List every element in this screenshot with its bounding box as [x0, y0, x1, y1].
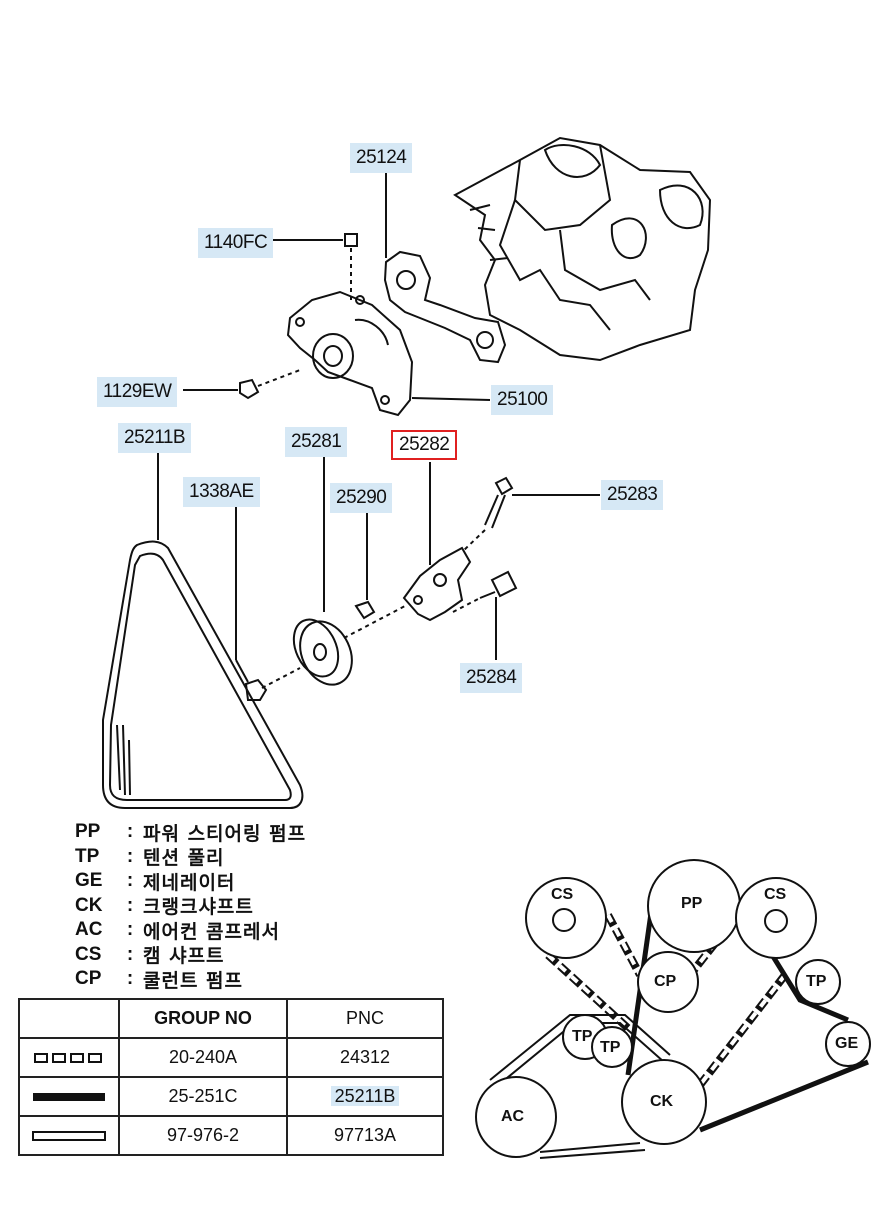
table-row: 97-976-2 97713A: [18, 1115, 444, 1156]
legend-item: CK:크랭크샤프트: [75, 894, 254, 919]
header-group-no: GROUP NO: [118, 998, 288, 1039]
pulley-tp-mid: [591, 1026, 633, 1068]
legend-item: TP:텐션 풀리: [75, 845, 225, 870]
pulley-label-cs-left: CS: [551, 886, 574, 903]
callout-25100[interactable]: 25100: [491, 385, 554, 415]
table-header-row: GROUP NO PNC: [18, 998, 444, 1039]
legend-item: AC:에어컨 콤프레서: [75, 919, 280, 943]
pulley-label-ac: AC: [501, 1108, 525, 1125]
table-row: 25-251C 25211B: [18, 1076, 444, 1117]
solid-belt-icon: [18, 1076, 120, 1117]
pulley-ge: [825, 1021, 871, 1067]
callout-1338ae[interactable]: 1338AE: [183, 477, 260, 507]
callout-25281[interactable]: 25281: [285, 427, 348, 457]
drive-belt-drawing: [102, 452, 304, 809]
callout-25283[interactable]: 25283: [601, 480, 664, 510]
callout-25124[interactable]: 25124: [350, 143, 413, 173]
nut-1338ae-drawing: [235, 505, 268, 701]
water-pump-drawing: [286, 290, 491, 417]
pulley-label-tp-right: TP: [806, 973, 827, 990]
gasket-drawing: [383, 170, 507, 364]
group-no-cell: 25-251C: [118, 1076, 288, 1117]
bolt-1129ew-drawing: [183, 369, 301, 400]
callout-1129ew[interactable]: 1129EW: [97, 377, 178, 407]
pnc-link[interactable]: 25211B: [330, 1086, 400, 1106]
callout-25282[interactable]: 25282: [391, 430, 458, 460]
dashed-belt-icon: [18, 1037, 120, 1078]
header-pnc: PNC: [286, 998, 444, 1039]
legend-item: CS:캠 샤프트: [75, 943, 225, 968]
pulley-legend: PP:파워 스티어링 펌프 TP:텐션 풀리 GE:제네레이터 CK:크랭크샤프…: [75, 820, 306, 992]
callout-25211b[interactable]: 25211B: [118, 423, 192, 453]
pulley-ck: [621, 1059, 707, 1145]
group-no-cell: 97-976-2: [118, 1115, 288, 1156]
bolt-25284-drawing: [452, 570, 518, 660]
pulley-ac: [475, 1076, 557, 1158]
pulley-label-pp: PP: [681, 895, 703, 912]
pulley-label-ck: CK: [650, 1093, 674, 1110]
pnc-cell[interactable]: 97713A: [286, 1115, 444, 1156]
pulley-label-cp: CP: [654, 973, 677, 990]
belt-routing-diagram: [475, 859, 871, 1159]
pulley-label-cs-right: CS: [764, 886, 787, 903]
pulley-label-tp-left: TP: [572, 1028, 593, 1045]
pnc-cell[interactable]: 25211B: [286, 1076, 444, 1117]
callout-1140fc[interactable]: 1140FC: [198, 228, 274, 258]
bolt-25290-drawing: [354, 510, 376, 620]
callout-25284[interactable]: 25284: [460, 663, 523, 693]
engine-block-drawing: [453, 136, 712, 362]
legend-item: PP:파워 스티어링 펌프: [75, 821, 307, 845]
bolt-25283-drawing: [461, 476, 600, 553]
idler-pulley-drawing: [261, 455, 406, 689]
hollow-belt-icon: [18, 1115, 120, 1156]
pulley-label-tp-mid: TP: [600, 1039, 621, 1056]
table-row: 20-240A 24312: [18, 1037, 444, 1078]
belt-group-table: GROUP NO PNC 20-240A 24312 25-251C 25211…: [18, 998, 444, 1156]
group-no-cell: 20-240A: [118, 1037, 288, 1078]
callout-25290[interactable]: 25290: [330, 483, 393, 513]
legend-item: CP:쿨런트 펌프: [75, 968, 244, 992]
tensioner-bracket-drawing: [402, 462, 472, 622]
pulley-label-ge: GE: [835, 1035, 859, 1052]
legend-item: GE:제네레이터: [75, 870, 236, 894]
pulley-tp-right: [795, 959, 841, 1005]
pnc-cell[interactable]: 24312: [286, 1037, 444, 1078]
bolt-1140fc-drawing: [270, 233, 358, 300]
header-belt: [18, 998, 120, 1039]
pulley-cp: [637, 951, 699, 1013]
